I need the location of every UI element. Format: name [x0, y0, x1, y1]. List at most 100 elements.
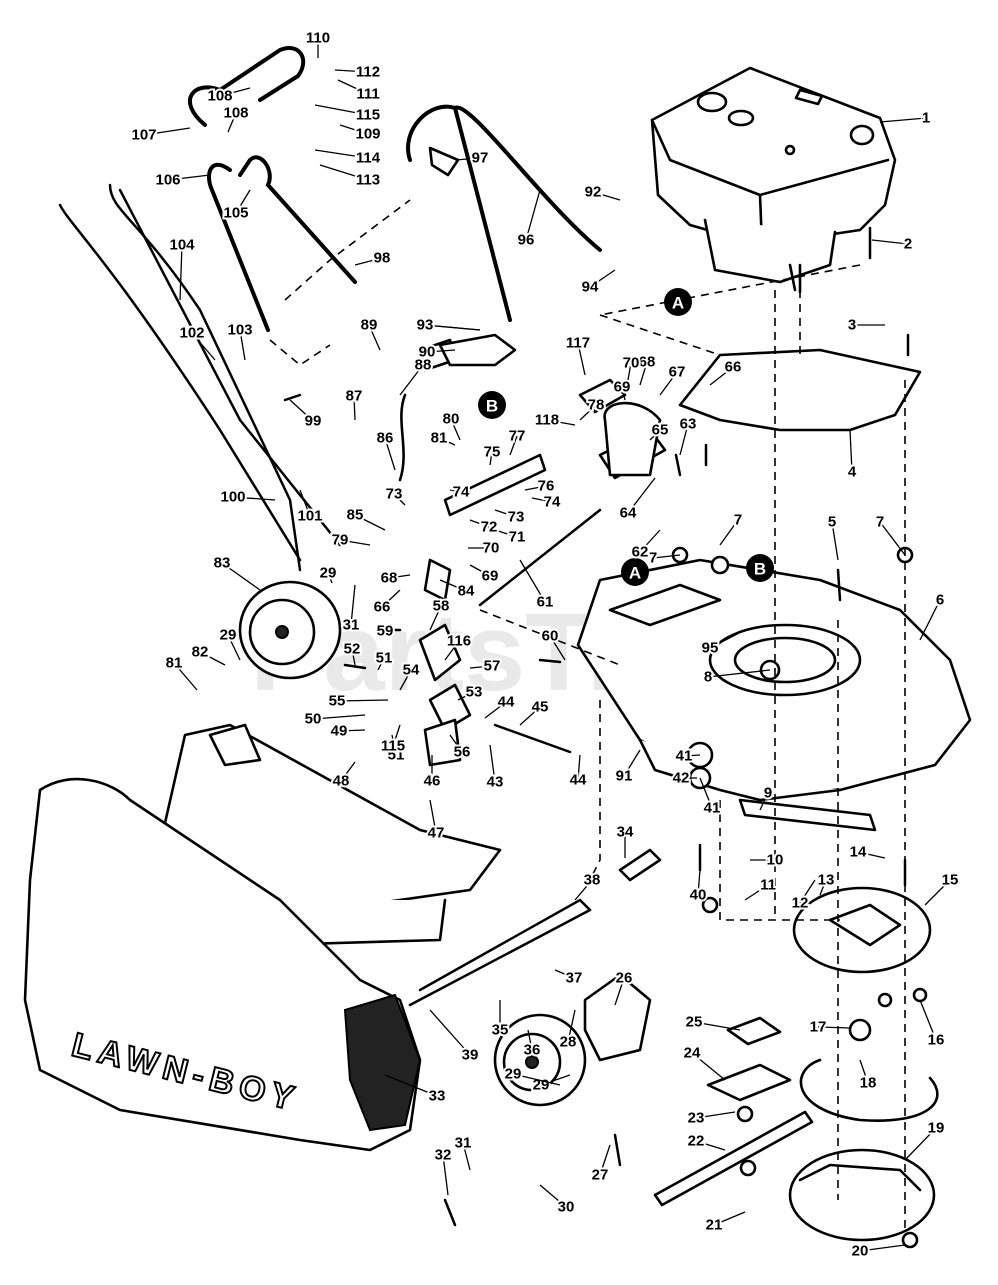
callout-leader-29: [540, 1074, 571, 1086]
callout-61: 61: [537, 594, 554, 611]
lower-handle-part: [406, 104, 602, 322]
callout-leader-8: [707, 669, 771, 678]
callout-leader-100: [232, 496, 276, 501]
callout-leader-52: [351, 648, 356, 666]
callout-leader-47: [429, 799, 437, 834]
callout-leader-88: [399, 364, 424, 396]
callout-leader-23: [695, 1111, 736, 1119]
callout-leader-91: [623, 749, 641, 777]
callout-leader-29: [327, 572, 333, 584]
callout-leader-66: [381, 589, 401, 608]
callout-13: 13: [818, 872, 835, 889]
callout-leader-112: [334, 69, 369, 73]
callout-9: 9: [764, 785, 772, 802]
callout-53: 53: [466, 684, 483, 701]
blade-part: [653, 1016, 814, 1207]
callout-108: 108: [207, 88, 232, 105]
callout-leader-108: [219, 87, 251, 97]
callout-112: 112: [356, 64, 380, 81]
callout-leader-76: [524, 485, 547, 491]
callout-leader-86: [384, 437, 396, 471]
callout-leader-70: [627, 362, 632, 381]
callout-62: 62: [632, 544, 649, 561]
callout-leader-78: [579, 404, 597, 421]
callout-leader-57: [469, 665, 493, 669]
callout-29: 29: [220, 627, 237, 644]
callout-113: 113: [356, 172, 380, 189]
callout-40: 40: [690, 887, 707, 904]
callout-102: 102: [179, 325, 204, 342]
callout-118: 118: [535, 412, 559, 429]
callout-leader-7: [652, 554, 681, 559]
callout-leader-31: [462, 1142, 471, 1171]
callout-leader-90: [426, 349, 456, 353]
callout-leader-114: [314, 149, 369, 159]
callout-leader-49: [338, 729, 366, 732]
callout-22: 22: [688, 1133, 705, 1150]
callout-leader-27: [599, 1144, 611, 1176]
callout-leader-117: [577, 342, 586, 376]
callout-49: 49: [331, 723, 348, 740]
callout-108: 108: [223, 105, 248, 122]
callout-leader-98: [354, 257, 383, 266]
callout-leader-41: [699, 777, 713, 809]
callout-58: 58: [433, 598, 450, 615]
callout-leader-104: [179, 244, 183, 301]
callout-leader-68: [388, 574, 411, 579]
callout-leader-26: [614, 977, 625, 1006]
callout-leader-25: [693, 1021, 741, 1031]
callout-leader-109: [339, 124, 369, 135]
callout-104: 104: [169, 237, 195, 254]
callout-107: 107: [131, 127, 156, 144]
grass-chute-part: [158, 723, 502, 947]
callout-leader-31: [350, 584, 356, 626]
callout-leader-73: [494, 509, 517, 518]
callout-57: 57: [484, 658, 501, 675]
callout-leader-21: [713, 1211, 746, 1226]
callout-leader-106: [167, 174, 211, 181]
callout-leader-9: [759, 792, 769, 811]
callout-56: 56: [454, 744, 471, 761]
callout-3: 3: [848, 317, 856, 334]
section-marker-a: A: [629, 564, 641, 583]
callout-leader-75: [489, 451, 493, 466]
callout-leader-93: [424, 324, 481, 331]
callout-leader-32: [442, 1154, 449, 1196]
callout-50: 50: [305, 711, 322, 728]
callout-34: 34: [617, 824, 634, 841]
callout-leader-62: [639, 529, 661, 553]
callout-leader-66: [709, 366, 734, 386]
callout-leader-6: [919, 599, 941, 641]
callout-42: 42: [673, 770, 690, 787]
callout-leader-113: [319, 164, 369, 181]
callout-leader-56: [449, 734, 463, 753]
callout-15: 15: [942, 872, 959, 889]
callout-43: 43: [487, 774, 504, 791]
callout-83: 83: [214, 555, 231, 572]
callout-leader-41: [683, 754, 701, 757]
assembly-dash-lines: [269, 199, 906, 1230]
callout-33: 33: [429, 1088, 446, 1105]
callout-leader-74: [449, 489, 462, 493]
callout-leader-45: [519, 706, 541, 726]
callout-74: 74: [453, 484, 470, 501]
section-marker-a-circle: [621, 558, 649, 586]
callout-leader-15: [924, 879, 951, 906]
callout-67: 67: [669, 364, 686, 381]
callout-23: 23: [688, 1110, 705, 1127]
callout-leader-51: [377, 657, 385, 671]
callout-111: 111: [356, 86, 379, 103]
callout-19: 19: [928, 1120, 945, 1137]
callout-leader-111: [337, 79, 369, 95]
callout-leader-74: [531, 497, 553, 503]
callout-leader-7: [719, 519, 739, 546]
callout-leader-96: [525, 189, 541, 241]
retainer-ring-part: [799, 1058, 939, 1122]
callout-leader-40: [697, 869, 701, 896]
callout-leader-50: [312, 714, 366, 720]
callout-51: 51: [376, 650, 393, 667]
callout-86: 86: [377, 430, 394, 447]
